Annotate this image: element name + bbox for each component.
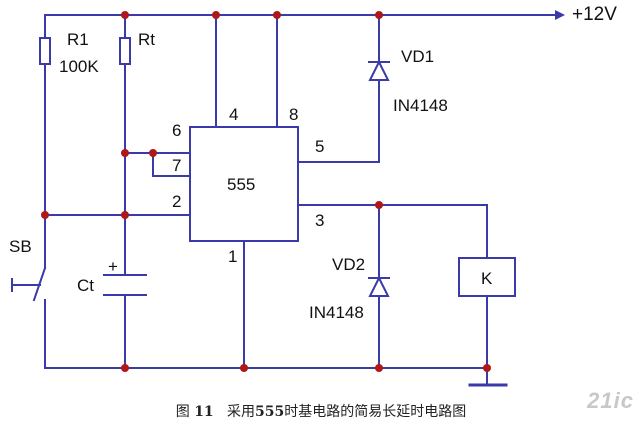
pin-5-label: 5: [315, 137, 324, 156]
junction-dot: [375, 201, 383, 209]
switch-pushbutton: [11, 278, 41, 292]
junction-dot: [273, 11, 281, 19]
caption-rest: 时基电路的简易长延时电路图: [284, 404, 467, 420]
supply-label: +12V: [572, 4, 617, 25]
caption-mid: 采用: [227, 404, 256, 420]
circuit-schematic: +12V R1 100K Rt 555 4 8 6 7 2 5 3 1 VD1 …: [9, 4, 617, 387]
site-watermark: 21ic: [587, 388, 634, 413]
relay-label: K: [481, 269, 493, 288]
junction-dot: [121, 211, 129, 219]
junction-dot: [41, 211, 49, 219]
switch-label: SB: [9, 237, 32, 256]
junction-dot: [375, 364, 383, 372]
diode-vd2-body: [368, 275, 390, 297]
capacitor-label: Ct: [77, 276, 94, 295]
ic-555-body: [189, 126, 299, 242]
resistor-rt: [119, 37, 131, 65]
pin-8-label: 8: [289, 105, 298, 124]
pin7-wire: [152, 152, 191, 177]
caption-number: 11: [194, 404, 214, 420]
junction-dot: [149, 149, 157, 157]
resistor-r1: [39, 37, 51, 65]
r1-value-label: 100K: [59, 57, 99, 76]
junction-dot: [121, 364, 129, 372]
r1-label: R1: [67, 30, 89, 49]
junction-dot: [483, 364, 491, 372]
junction-dot: [121, 149, 129, 157]
pin-6-label: 6: [172, 121, 181, 140]
junction-dot: [121, 11, 129, 19]
caption-chip: 555: [255, 404, 285, 420]
vd2-part-label: IN4148: [309, 303, 364, 322]
ic-label: 555: [227, 175, 255, 194]
rt-label: Rt: [138, 30, 155, 49]
pin-4-label: 4: [229, 105, 238, 124]
relay-k: [458, 257, 516, 297]
supply-arrow: [555, 10, 565, 20]
figure-caption: 图 11 采用555时基电路的简易长延时电路图: [0, 401, 642, 421]
pin-3-label: 3: [315, 211, 324, 230]
pin-7-label: 7: [172, 156, 181, 175]
caption-prefix: 图: [175, 404, 190, 420]
vd2-label: VD2: [332, 255, 365, 274]
vd1-label: VD1: [401, 47, 434, 66]
pin-2-label: 2: [172, 192, 181, 211]
junction-dots: [41, 11, 491, 372]
junction-dot: [375, 11, 383, 19]
junction-dot: [212, 11, 220, 19]
capacitor-polarity-label: +: [108, 257, 118, 276]
junction-dot: [240, 364, 248, 372]
diode-vd1-body: [368, 59, 390, 81]
vd1-part-label: IN4148: [393, 96, 448, 115]
pin-1-label: 1: [228, 247, 237, 266]
pin5-wire: [297, 79, 380, 163]
